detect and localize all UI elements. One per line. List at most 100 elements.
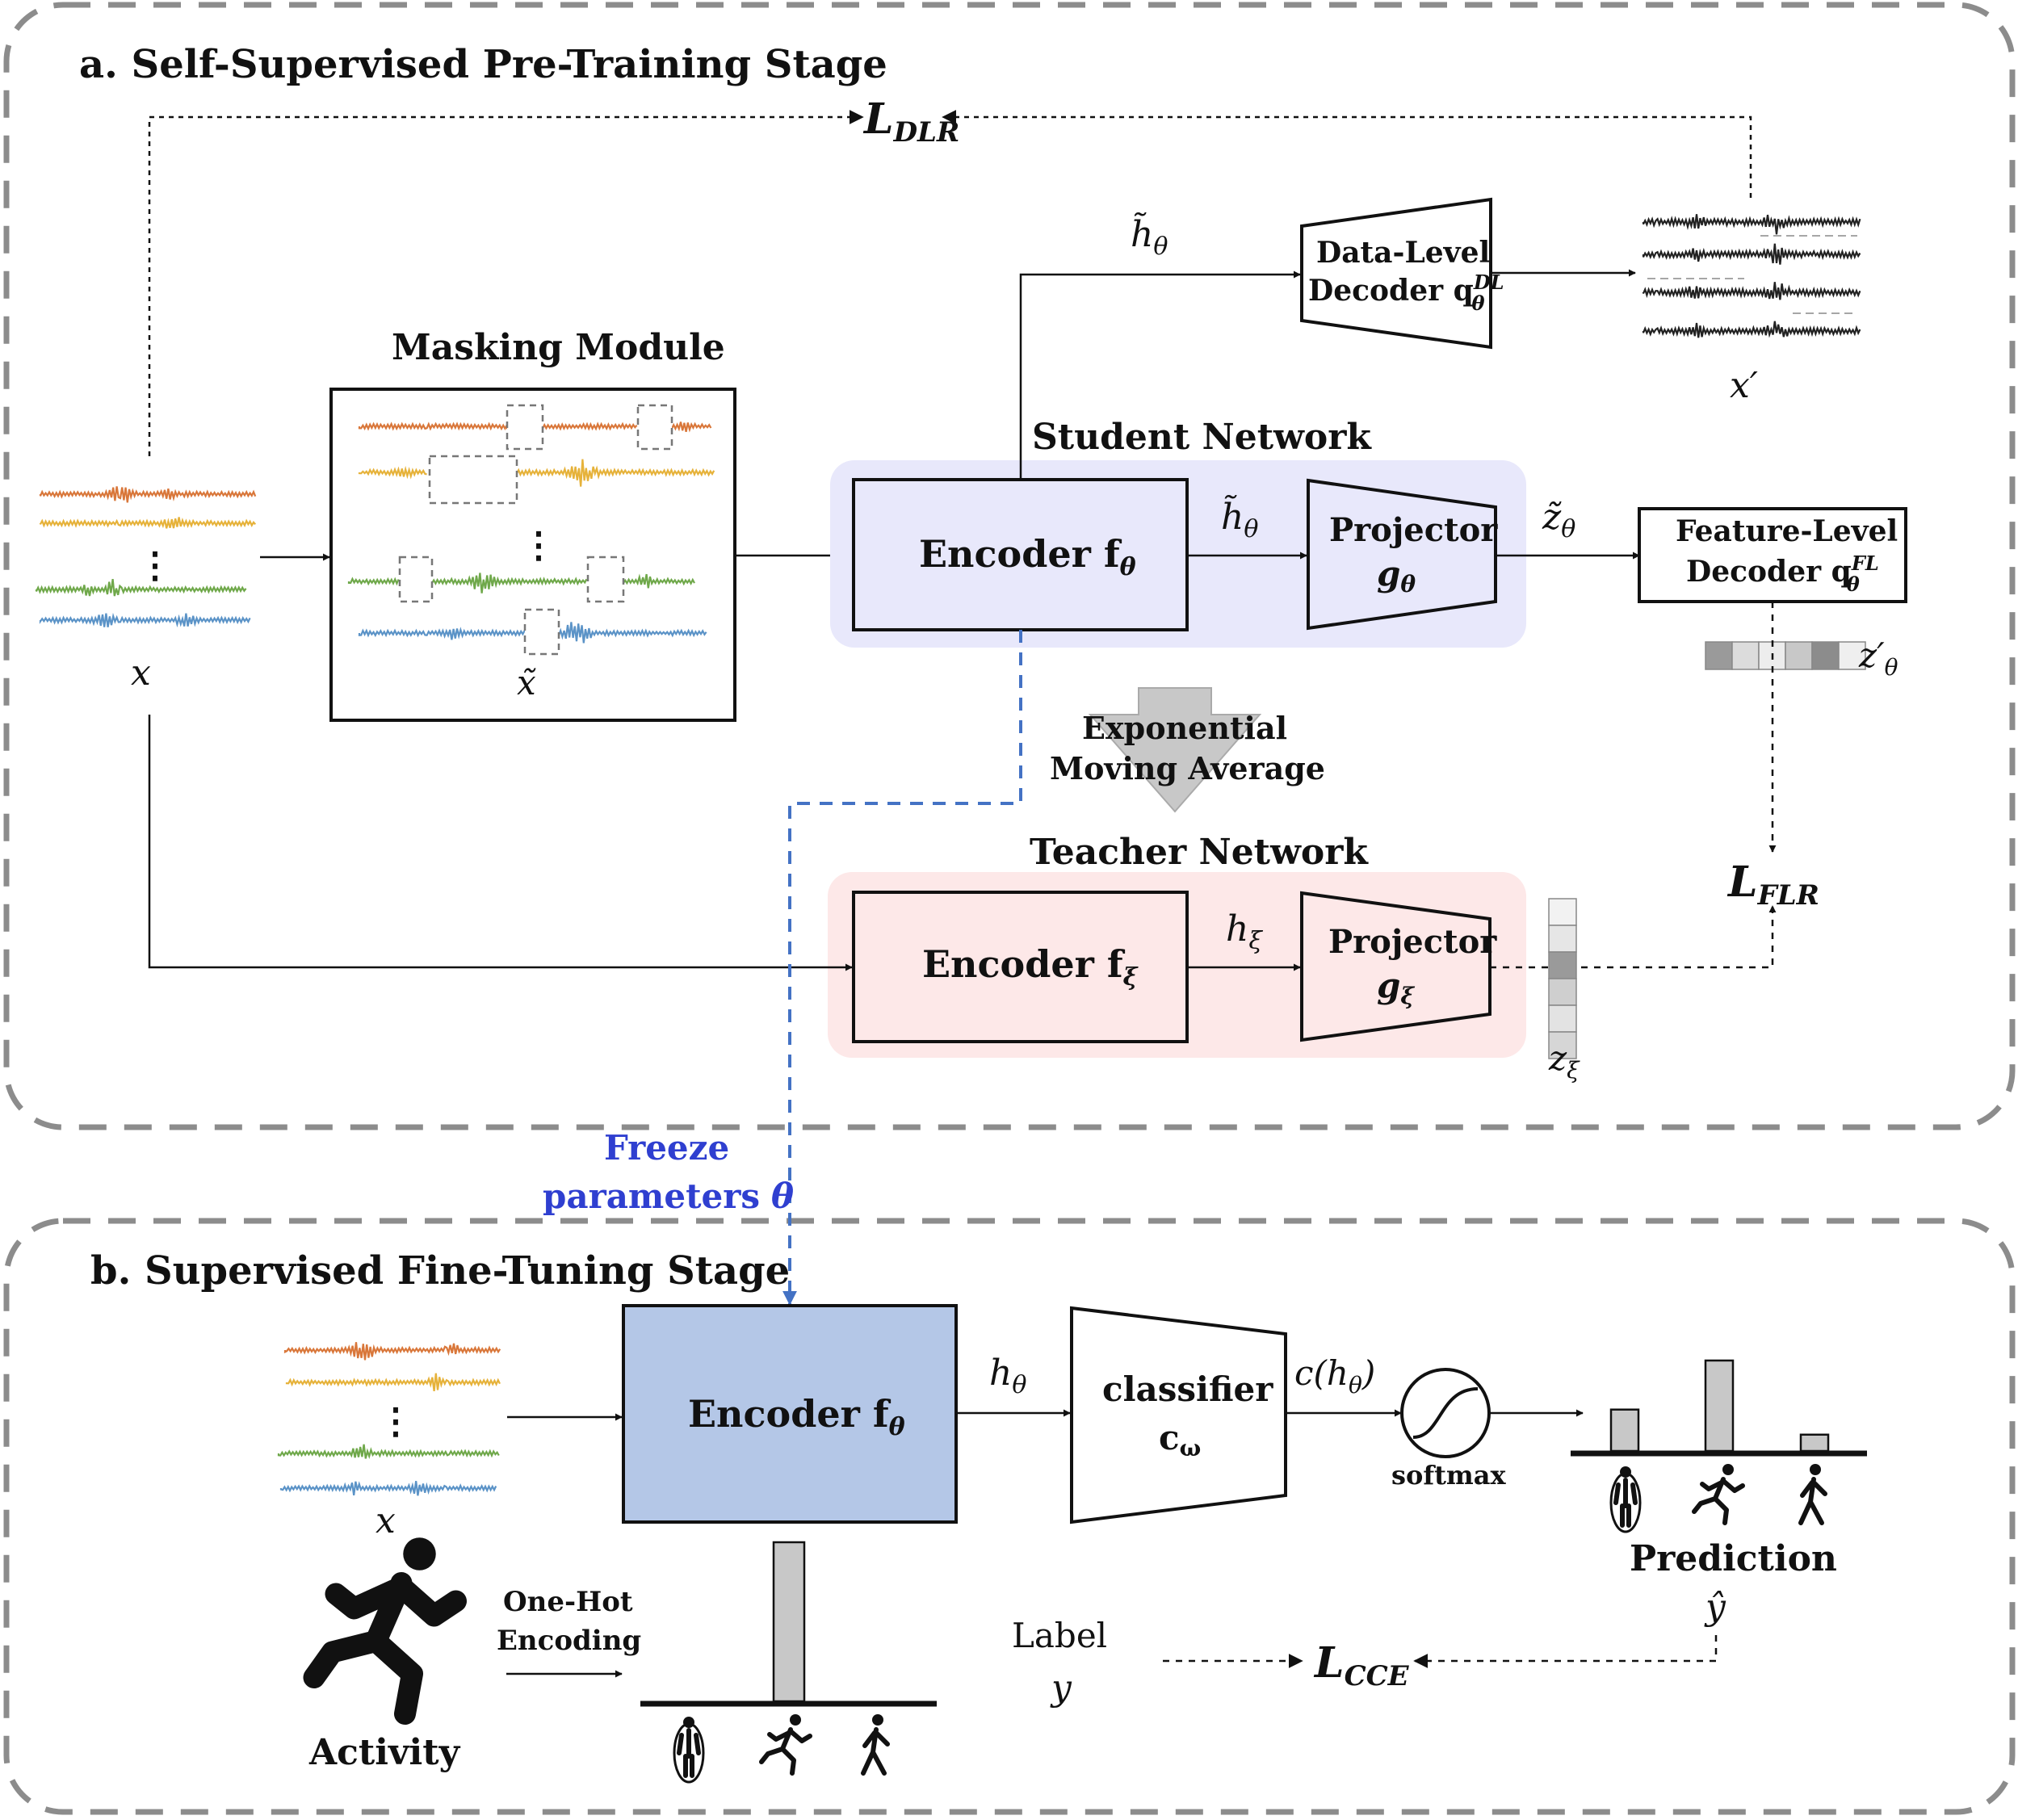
walking-icon bbox=[861, 1714, 890, 1776]
activity-label: Activity bbox=[308, 1732, 461, 1773]
masked-signal-yellow-a bbox=[358, 465, 427, 480]
signal-yellow bbox=[39, 517, 257, 529]
reconstructed-signals bbox=[1642, 214, 1861, 338]
onehot-bars bbox=[772, 1541, 806, 1703]
onehot-bar bbox=[772, 1541, 806, 1703]
data-decoder-box bbox=[1300, 197, 1492, 350]
student-encoder-label: Encoder fθ bbox=[919, 532, 1136, 581]
masked-signals bbox=[347, 404, 715, 656]
onehot-line2: Encoding bbox=[497, 1625, 641, 1657]
prediction-bars bbox=[1609, 1359, 1830, 1453]
z-prime-vector bbox=[1705, 641, 1866, 670]
z-teacher-cell bbox=[1548, 978, 1577, 1006]
prediction-bar bbox=[1799, 1433, 1830, 1453]
teacher-to-flr-arrow bbox=[1581, 905, 1777, 969]
running-icon bbox=[1692, 1464, 1745, 1525]
dlr-arrow-right bbox=[942, 110, 1752, 198]
onehot-line1: One-Hot bbox=[503, 1586, 633, 1618]
data-decoder-line1: Data-Level bbox=[1316, 236, 1490, 270]
encoder-to-data-decoder-arrow bbox=[1019, 270, 1301, 480]
z-prime-cell bbox=[1838, 641, 1866, 670]
mask-patch bbox=[523, 608, 560, 656]
mask-patch bbox=[636, 404, 673, 451]
yhat-var: ŷ bbox=[1704, 1587, 1726, 1628]
running-icon bbox=[303, 1537, 467, 1725]
input-var: x bbox=[131, 652, 151, 694]
ft-signal-yellow bbox=[285, 1373, 501, 1392]
z-prime-var: z′θ bbox=[1858, 635, 1898, 681]
section-a-frame bbox=[3, 2, 2016, 1130]
section-b-title: b. Supervised Fine-Tuning Stage bbox=[90, 1248, 790, 1294]
teacher-projector-line1: Projector bbox=[1328, 923, 1497, 961]
sigmoid-curve bbox=[1412, 1387, 1479, 1439]
prediction-bar bbox=[1704, 1359, 1735, 1453]
ft-input-ellipsis: ⋮ bbox=[378, 1401, 413, 1442]
student-projector-box bbox=[1307, 478, 1497, 631]
loss-dlr: LDLR bbox=[862, 94, 959, 149]
teacher-network-title: Teacher Network bbox=[1030, 832, 1369, 873]
z-teacher-cell bbox=[1548, 898, 1577, 926]
classifier-output-var: c(hθ) bbox=[1294, 1353, 1375, 1399]
classifier-box bbox=[1070, 1306, 1287, 1524]
reconstructed-signal bbox=[1642, 214, 1861, 235]
teacher-h-var: hξ bbox=[1226, 908, 1263, 955]
prediction-label: Prediction bbox=[1630, 1538, 1837, 1579]
feature-decoder-line1: Feature-Level bbox=[1676, 514, 1898, 548]
mask-patch bbox=[506, 404, 544, 451]
masked-signal-yellow-b bbox=[515, 459, 715, 487]
z-teacher-cell bbox=[1548, 925, 1577, 953]
masked-signal-orange-a bbox=[358, 421, 508, 431]
z-teacher-cell bbox=[1548, 951, 1577, 979]
ema-line1: Exponential bbox=[1082, 710, 1287, 746]
masked-signal-blue-b bbox=[557, 622, 707, 644]
student-projector-line1: Projector bbox=[1329, 511, 1498, 549]
teacher-z-var: zξ bbox=[1548, 1038, 1580, 1084]
student-z-var: z̃θ bbox=[1542, 497, 1575, 543]
teacher-encoder-box bbox=[852, 891, 1189, 1043]
masked-signal-green-b bbox=[430, 572, 588, 593]
reconstructed-var: x′ bbox=[1730, 365, 1758, 406]
loss-flr: LFLR bbox=[1726, 858, 1819, 912]
ft-signal-blue bbox=[279, 1481, 497, 1496]
classifier-line1: classifier bbox=[1102, 1369, 1273, 1409]
signal-green bbox=[35, 578, 247, 597]
z-teacher-vector bbox=[1548, 898, 1577, 1059]
softmax-label: softmax bbox=[1391, 1460, 1507, 1491]
data-decoder-input-var: h̃θ bbox=[1131, 211, 1168, 261]
reconstructed-signal bbox=[1642, 321, 1861, 338]
finetune-input-signals bbox=[277, 1342, 501, 1496]
ft-encoder-box bbox=[622, 1304, 958, 1524]
mask-patch bbox=[398, 556, 434, 603]
pred-to-cce-arrow bbox=[1413, 1635, 1718, 1668]
input-ellipsis: ⋮ bbox=[137, 545, 173, 586]
ft-input-var: x bbox=[375, 1500, 396, 1541]
reconstructed-signal bbox=[1642, 282, 1861, 300]
jump-rope-icon bbox=[673, 1717, 705, 1784]
onehot-icons bbox=[673, 1714, 890, 1784]
student-network-title: Student Network bbox=[1032, 417, 1372, 458]
reconstructed-signal bbox=[1642, 243, 1861, 265]
ft-signal-green bbox=[277, 1444, 500, 1460]
ema-line2: Moving Average bbox=[1050, 750, 1325, 786]
signal-orange bbox=[39, 486, 257, 503]
ft-encoder-label: Encoder fθ bbox=[688, 1392, 905, 1441]
masked-signal-orange-c bbox=[541, 421, 638, 431]
prediction-bar bbox=[1609, 1408, 1640, 1453]
z-prime-cell bbox=[1731, 641, 1760, 670]
mask-patch bbox=[428, 455, 518, 505]
prediction-icons bbox=[1609, 1464, 1827, 1533]
masked-signal-green-c bbox=[622, 573, 695, 589]
classifier-line2: cω bbox=[1159, 1418, 1201, 1461]
z-prime-cell bbox=[1811, 641, 1840, 670]
running-icon bbox=[759, 1714, 812, 1776]
masking-ellipsis: ⋮ bbox=[521, 525, 556, 566]
student-h-var: h̃θ bbox=[1221, 493, 1258, 543]
freeze-line1: Freeze bbox=[604, 1128, 729, 1168]
z-prime-cell bbox=[1785, 641, 1813, 670]
input-to-teacher-arrow bbox=[148, 715, 853, 971]
z-teacher-cell bbox=[1548, 1031, 1577, 1059]
label-line1: Label bbox=[1012, 1616, 1107, 1655]
walking-icon bbox=[1798, 1464, 1827, 1525]
